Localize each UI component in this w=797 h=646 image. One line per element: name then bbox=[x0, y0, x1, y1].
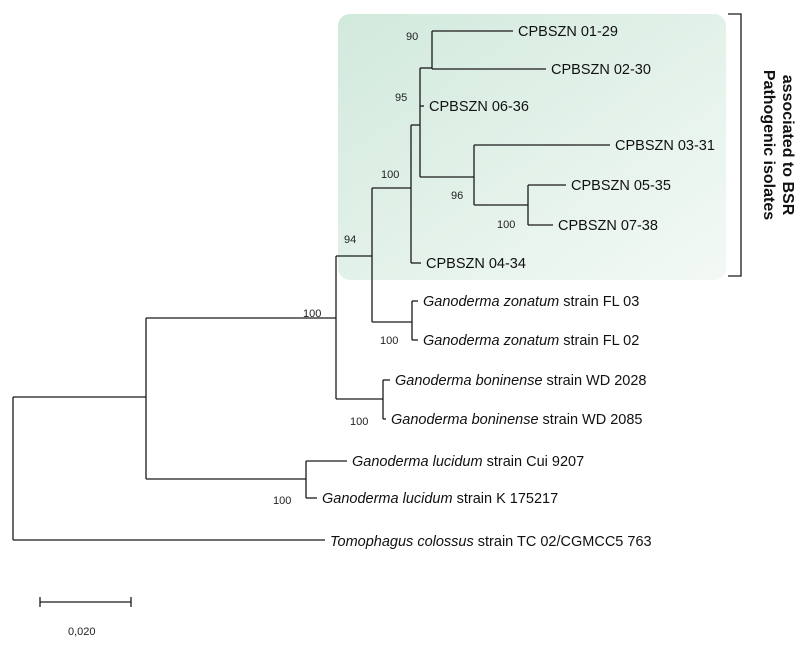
tip-label-g-lucidum-cui9207: Ganoderma lucidum strain Cui 9207 bbox=[352, 454, 584, 470]
bootstrap-n-boninense: 100 bbox=[350, 416, 368, 428]
scale-bar: 0,020 bbox=[39, 597, 132, 638]
tip-labels: CPBSZN 01-29 CPBSZN 02-30 CPBSZN 06-36 C… bbox=[322, 24, 715, 550]
tip-label-g-zonatum-fl02: Ganoderma zonatum strain FL 02 bbox=[423, 333, 639, 349]
tip-label-cpbszn-05-35: CPBSZN 05-35 bbox=[571, 178, 671, 194]
tree-branches bbox=[12, 30, 610, 541]
tip-label-g-lucidum-k175217: Ganoderma lucidum strain K 175217 bbox=[322, 491, 558, 507]
tip-label-cpbszn-04-34: CPBSZN 04-34 bbox=[426, 256, 526, 272]
tip-label-g-boninense-wd2085: Ganoderma boninense strain WD 2085 bbox=[391, 412, 643, 428]
bootstrap-n-pathogenic: 100 bbox=[381, 169, 399, 181]
tip-label-g-boninense-wd2028: Ganoderma boninense strain WD 2028 bbox=[395, 373, 647, 389]
bootstrap-n-0636: 95 bbox=[395, 92, 407, 104]
scale-bar-label: 0,020 bbox=[68, 626, 96, 638]
clade-label: Pathogenic isolates associated to BSR bbox=[760, 70, 796, 220]
tip-label-g-zonatum-fl03: Ganoderma zonatum strain FL 03 bbox=[423, 294, 639, 310]
bootstrap-n-lucidum: 100 bbox=[273, 495, 291, 507]
tip-label-t-colossus: Tomophagus colossus strain TC 02/CGMCC5 … bbox=[330, 534, 652, 550]
clade-highlight-box bbox=[338, 14, 726, 280]
clade-bracket bbox=[728, 13, 742, 277]
tip-label-cpbszn-03-31: CPBSZN 03-31 bbox=[615, 138, 715, 154]
clade-label-line-2: associated to BSR bbox=[779, 75, 796, 216]
bootstrap-n-0129-0230: 90 bbox=[406, 31, 418, 43]
bootstrap-n-0535-0738: 100 bbox=[497, 219, 515, 231]
bootstrap-n-zonatum: 100 bbox=[380, 335, 398, 347]
tip-label-cpbszn-07-38: CPBSZN 07-38 bbox=[558, 218, 658, 234]
tip-label-cpbszn-02-30: CPBSZN 02-30 bbox=[551, 62, 651, 78]
clade-label-line-1: Pathogenic isolates bbox=[760, 70, 777, 220]
bootstrap-values: 90 95 100 96 100 94 100 100 100 100 bbox=[273, 31, 515, 507]
bootstrap-n-0331: 96 bbox=[451, 190, 463, 202]
bootstrap-n-zonatum-ingroup: 94 bbox=[344, 234, 356, 246]
tip-label-cpbszn-06-36: CPBSZN 06-36 bbox=[429, 99, 529, 115]
tip-label-cpbszn-01-29: CPBSZN 01-29 bbox=[518, 24, 618, 40]
bootstrap-n-ganoderma: 100 bbox=[303, 308, 321, 320]
